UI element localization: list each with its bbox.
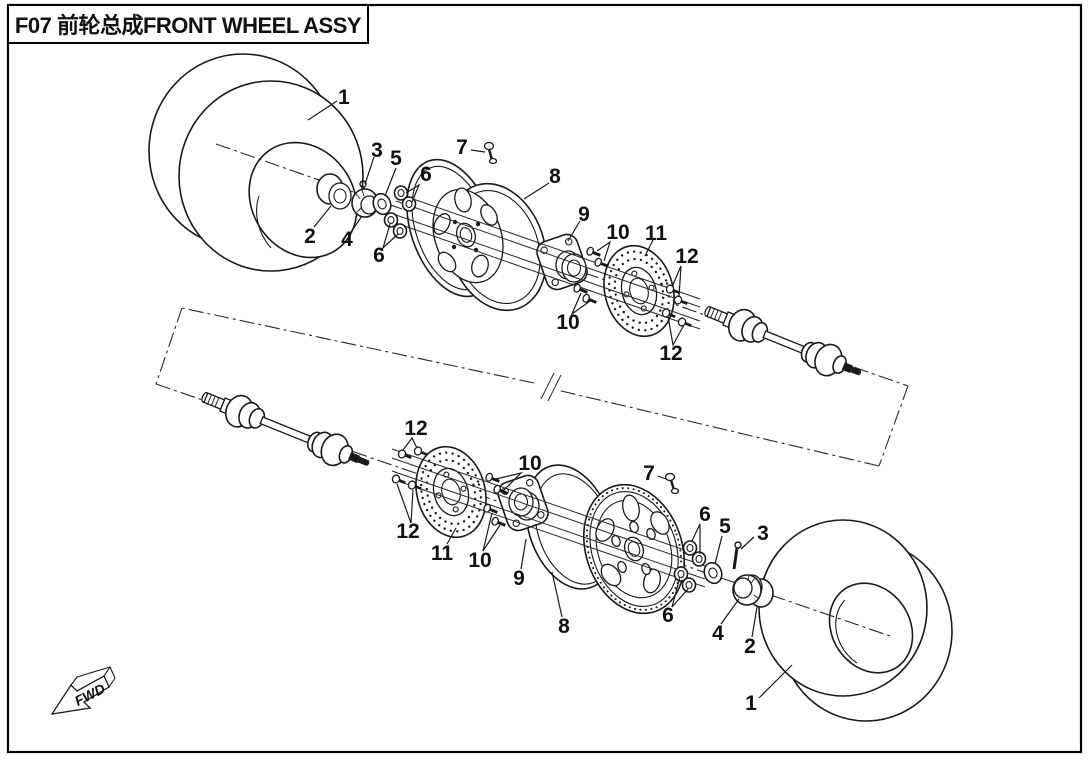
callouts-lower: 1 2 3 4 5 6 6 7 8 9 10 10 11 12 12 — [396, 417, 769, 715]
drive-shaft-lower — [201, 391, 370, 467]
callout-11-lower: 11 — [431, 542, 454, 565]
hub-studs-lower — [483, 472, 508, 527]
callout-1-lower: 1 — [745, 692, 757, 715]
disc-bolts-upper — [661, 284, 692, 327]
callout-6b: 6 — [373, 244, 385, 267]
wheel-rim-upper — [406, 158, 548, 312]
drive-shaft-upper — [704, 305, 862, 377]
valve-stem-lower — [664, 472, 680, 495]
wheel-rim-lower — [525, 464, 686, 615]
callout-10a-lower: 10 — [518, 452, 541, 475]
callout-7: 7 — [456, 136, 468, 159]
callout-10a: 10 — [606, 221, 629, 244]
callout-3: 3 — [371, 139, 383, 162]
callout-7-lower: 7 — [643, 462, 655, 485]
fastener-guide-lines-upper — [395, 192, 701, 330]
callout-8-lower: 8 — [558, 615, 570, 638]
callout-3-lower: 3 — [757, 522, 769, 545]
callout-8: 8 — [549, 165, 561, 188]
hub-cap-upper — [316, 173, 352, 210]
tire-lower — [758, 519, 953, 722]
callout-12b-lower: 12 — [396, 520, 419, 543]
cotter-pin-lower — [732, 541, 742, 570]
callouts-upper: 1 2 3 4 5 6 6 7 8 9 10 10 11 12 12 — [304, 86, 699, 365]
callout-5: 5 — [390, 147, 402, 170]
leader-lines-upper — [307, 100, 685, 347]
disc-bolts-lower — [391, 446, 428, 490]
leader-lines-lower — [396, 436, 793, 699]
callout-2-lower: 2 — [744, 635, 756, 658]
callout-6a-lower: 6 — [699, 503, 711, 526]
callout-11: 11 — [645, 222, 668, 245]
callout-5-lower: 5 — [719, 515, 731, 538]
washer-lower — [703, 561, 723, 585]
lug-nuts-upper — [383, 185, 417, 239]
callout-12a: 12 — [675, 245, 698, 268]
callout-1: 1 — [338, 86, 350, 109]
callout-9: 9 — [578, 203, 590, 226]
callout-4: 4 — [341, 228, 353, 251]
callout-6b-lower: 6 — [662, 604, 674, 627]
castle-nut-upper — [351, 188, 379, 218]
fastener-guide-lines-lower — [391, 448, 706, 588]
valve-stem-upper — [483, 141, 498, 165]
hub-studs-upper — [573, 246, 609, 304]
axis-break-mark — [540, 372, 562, 402]
castle-nut-lower — [732, 574, 762, 606]
callout-4-lower: 4 — [712, 622, 724, 645]
callout-12b: 12 — [659, 342, 682, 365]
callout-12a-lower: 12 — [404, 417, 427, 440]
title-box — [7, 4, 369, 44]
callout-9-lower: 9 — [513, 567, 525, 590]
callout-2: 2 — [304, 225, 316, 248]
page-title: F07 前轮总成FRONT WHEEL ASSY — [15, 13, 362, 38]
callout-10b-lower: 10 — [468, 549, 491, 572]
callout-10b: 10 — [556, 311, 579, 334]
washer-upper — [372, 192, 392, 216]
callout-6a: 6 — [420, 163, 432, 186]
lug-nuts-lower — [673, 540, 707, 593]
